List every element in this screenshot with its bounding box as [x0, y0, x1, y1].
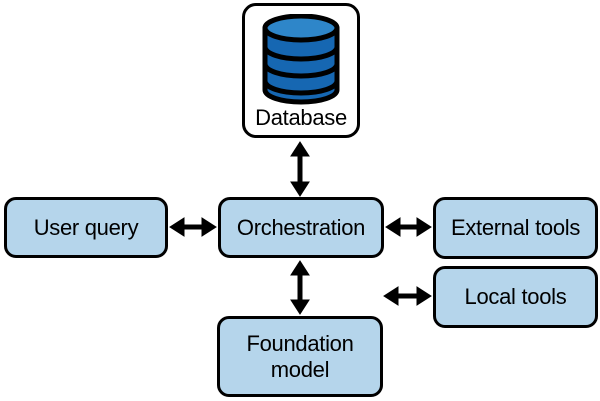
node-local-tools: Local tools: [433, 266, 598, 328]
node-external-tools-label: External tools: [450, 215, 581, 241]
arrow-database-orchestration: [290, 141, 310, 197]
node-database: Database: [242, 3, 360, 138]
node-database-label: Database: [255, 105, 347, 130]
node-user-query-label: User query: [33, 214, 139, 240]
arrow-user-query-orchestration: [169, 217, 217, 237]
node-external-tools: External tools: [433, 197, 598, 259]
arrow-orchestration-external-tools: [385, 217, 432, 237]
node-local-tools-label: Local tools: [464, 284, 567, 310]
node-foundation-model: Foundation model: [217, 316, 383, 397]
arrow-orchestration-foundation-model: [290, 260, 310, 315]
node-orchestration-label: Orchestration: [236, 214, 366, 240]
node-foundation-model-label: Foundation model: [246, 331, 354, 382]
node-orchestration: Orchestration: [218, 197, 384, 258]
arrow-orchestration-local-tools: [383, 286, 432, 306]
node-user-query: User query: [4, 197, 168, 258]
database-icon: [262, 14, 340, 105]
